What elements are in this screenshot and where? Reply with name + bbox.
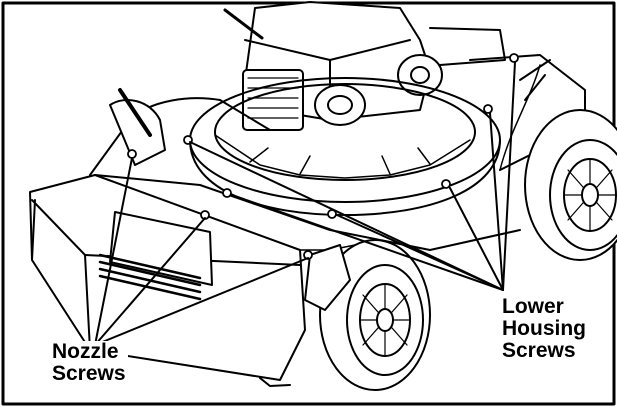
leader-line [189, 141, 504, 291]
screw [483, 104, 493, 114]
lower-housing-label-line-1: Lower [502, 295, 564, 318]
nozzle-screws-label: Nozzle Screws [50, 341, 128, 385]
nozzle-label-line-2: Screws [52, 362, 126, 385]
leader-line [336, 214, 504, 291]
leader-line [94, 257, 309, 346]
screw [509, 53, 519, 63]
engine-assembly [223, 1, 506, 131]
right-rear-wheel [524, 109, 617, 261]
screw-markers [127, 53, 519, 260]
leader-line [489, 112, 504, 291]
nozzle-leaders [94, 157, 309, 346]
screw [127, 149, 137, 159]
leader-line [94, 217, 206, 346]
left-wheel [109, 88, 166, 166]
leader-line [449, 187, 504, 291]
lower-housing-label-line-2: Housing [502, 317, 586, 340]
lower-housing-leaders [189, 61, 516, 291]
lower-housing-label-line-3: Screws [502, 339, 576, 362]
screw [441, 179, 451, 189]
nozzle [29, 174, 306, 387]
leader-line [502, 61, 516, 291]
nozzle-label-line-1: Nozzle [52, 340, 119, 363]
leader-line [231, 194, 504, 291]
screw [222, 188, 232, 198]
height-adjuster [304, 59, 551, 311]
lower-housing-screws-label: Lower Housing Screws [500, 296, 588, 362]
leader-line [94, 157, 133, 346]
